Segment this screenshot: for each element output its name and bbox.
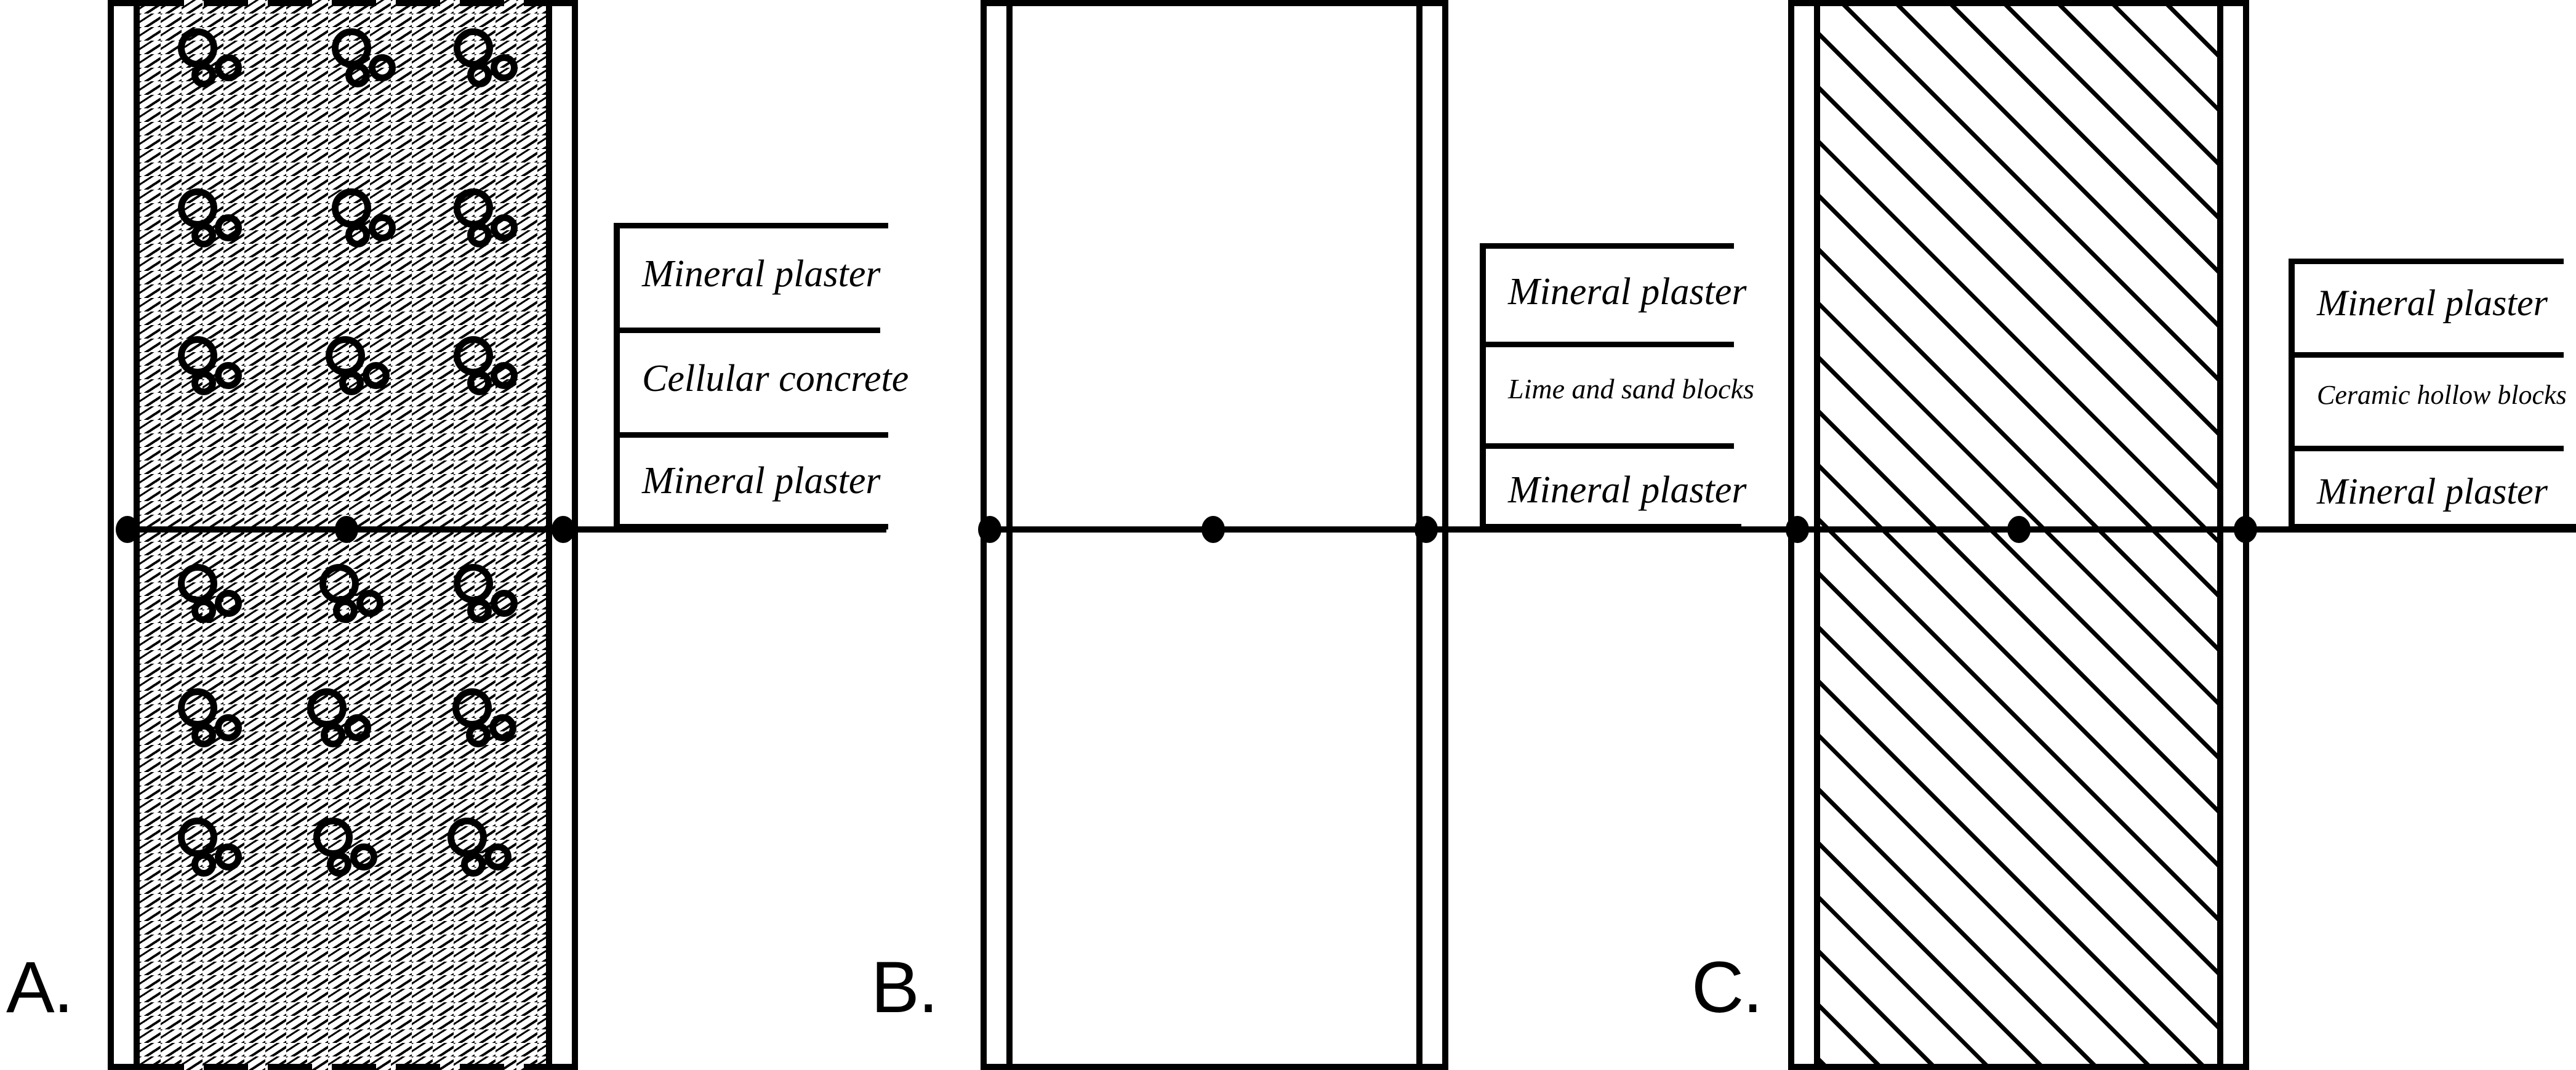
pore-medium xyxy=(356,590,383,617)
pore-small xyxy=(467,63,492,87)
panel-b-dimension-line xyxy=(990,526,1802,533)
pore-large xyxy=(307,688,347,728)
pore-medium xyxy=(215,843,242,871)
panel-b-dim-node-middle xyxy=(1202,516,1225,543)
pore-large xyxy=(332,188,371,228)
pore-small xyxy=(327,852,351,877)
pore-small xyxy=(191,598,216,623)
pore-small xyxy=(467,223,492,247)
panel-c-label-core: Ceramic hollow blocks xyxy=(2317,380,2567,410)
pore-small xyxy=(333,598,358,623)
pore-small xyxy=(191,223,216,247)
bracket-rule-top xyxy=(1480,243,1734,249)
panel-a-dim-node-inner xyxy=(552,516,575,543)
pore-medium xyxy=(215,54,242,81)
bracket-rule-mid-2 xyxy=(614,432,888,438)
panel-c-dim-node-inner xyxy=(2234,516,2257,543)
pore-large xyxy=(178,818,217,857)
pore-small xyxy=(345,63,370,87)
pore-small xyxy=(191,852,216,877)
pore-small xyxy=(345,223,370,247)
bracket-rule-mid-1 xyxy=(614,328,880,333)
bracket-spine xyxy=(1480,243,1486,529)
pore-medium xyxy=(215,362,242,389)
pore-large xyxy=(313,818,353,857)
pore-medium xyxy=(369,54,396,81)
pore-medium xyxy=(350,843,377,871)
bracket-spine xyxy=(614,223,620,529)
pore-large xyxy=(447,818,487,857)
bracket-rule-mid-2 xyxy=(2289,446,2564,451)
pore-medium xyxy=(215,714,242,741)
pore-medium xyxy=(484,843,512,871)
pore-medium xyxy=(215,214,242,241)
pore-small xyxy=(467,371,492,395)
pore-medium xyxy=(489,714,516,741)
bracket-rule-mid-2 xyxy=(1480,443,1734,449)
pore-large xyxy=(178,564,217,603)
pore-large xyxy=(454,28,493,68)
panel-b-label-inner-plaster: Mineral plaster xyxy=(1508,469,1747,511)
pore-medium xyxy=(491,362,518,389)
bracket-rule-bottom xyxy=(2289,524,2576,529)
pore-small xyxy=(461,852,486,877)
pore-small xyxy=(339,371,364,395)
bracket-rule-bottom xyxy=(1480,524,1741,529)
pore-small xyxy=(191,63,216,87)
panel-b-callout-bracket: Mineral plaster Lime and sand blocks Min… xyxy=(1480,243,1754,529)
bracket-rule-bottom xyxy=(614,524,888,529)
panel-c-dim-node-outer xyxy=(1786,516,1809,543)
pore-small xyxy=(191,371,216,395)
pore-large xyxy=(319,564,359,603)
bracket-spine xyxy=(2289,259,2295,529)
panel-b-dim-node-inner xyxy=(1414,516,1438,543)
panel-a-label-inner-plaster: Mineral plaster xyxy=(642,460,881,502)
bracket-rule-mid-1 xyxy=(2289,352,2564,358)
pore-large xyxy=(454,336,493,376)
panel-c-label-inner-plaster: Mineral plaster xyxy=(2317,471,2548,512)
pore-large xyxy=(178,188,217,228)
bracket-rule-top xyxy=(2289,259,2564,264)
bracket-rule-top xyxy=(614,223,888,228)
pore-medium xyxy=(344,714,371,741)
panel-a-core-bottom-dashed-edge xyxy=(140,1064,546,1070)
pore-large xyxy=(452,688,492,728)
pore-small xyxy=(321,723,345,747)
pore-small xyxy=(466,723,491,747)
pore-large xyxy=(178,688,217,728)
pore-large xyxy=(178,336,217,376)
panel-c-dim-node-middle xyxy=(2007,516,2031,543)
pore-medium xyxy=(363,362,390,389)
pore-small xyxy=(191,723,216,747)
panel-b-label-core: Lime and sand blocks xyxy=(1508,373,1754,404)
pore-large xyxy=(454,188,493,228)
panel-b-dim-node-outer xyxy=(978,516,1001,543)
panel-c-callout-bracket: Mineral plaster Ceramic hollow blocks Mi… xyxy=(2289,259,2576,529)
panel-a-label-outer-plaster: Mineral plaster xyxy=(642,253,881,295)
pore-small xyxy=(467,598,492,623)
panel-a-dimension-line xyxy=(117,526,886,533)
bracket-rule-mid-1 xyxy=(1480,342,1734,347)
panel-c-letter: C. xyxy=(1691,947,1763,1028)
panel-a-dim-node-middle xyxy=(335,516,358,543)
pore-large xyxy=(178,28,217,68)
pore-medium xyxy=(491,590,518,617)
panel-a-label-core: Cellular concrete xyxy=(642,358,909,400)
pore-medium xyxy=(369,214,396,241)
panel-c-dimension-line xyxy=(1797,526,2576,533)
panel-a-letter: A. xyxy=(6,947,73,1028)
pore-medium xyxy=(215,590,242,617)
panel-b-letter: B. xyxy=(871,947,938,1028)
panel-a-core-top-dashed-edge xyxy=(140,0,546,6)
pore-medium xyxy=(491,54,518,81)
pore-large xyxy=(326,336,365,376)
panel-a-callout-bracket: Mineral plaster Cellular concrete Minera… xyxy=(614,223,909,529)
pore-medium xyxy=(491,214,518,241)
panel-a-dim-node-outer xyxy=(116,516,139,543)
panel-b-label-outer-plaster: Mineral plaster xyxy=(1508,271,1747,313)
panel-c-label-outer-plaster: Mineral plaster xyxy=(2317,283,2548,323)
pore-large xyxy=(332,28,371,68)
pore-large xyxy=(454,564,493,603)
